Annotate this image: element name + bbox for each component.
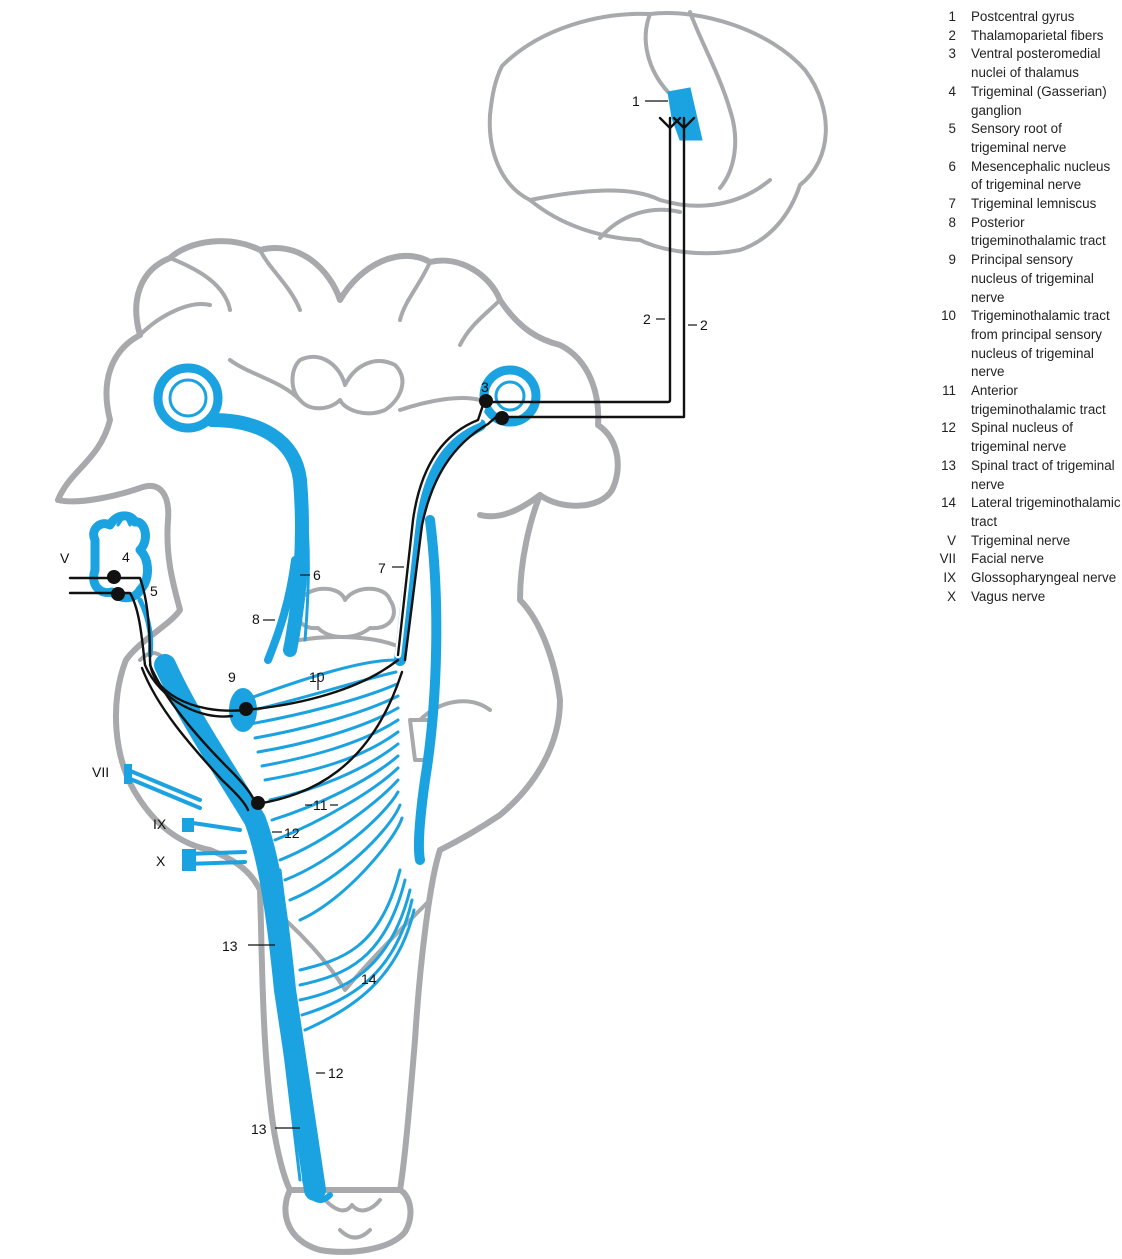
node-spinal-nucleus bbox=[251, 796, 265, 810]
label-2-left: 2 bbox=[643, 311, 651, 327]
leader-lines bbox=[248, 100, 697, 1129]
cerebral-hemisphere-outline bbox=[487, 10, 828, 256]
label-8: 8 bbox=[252, 611, 260, 627]
spinal-tract-of-trigeminal bbox=[154, 654, 333, 1203]
trigeminal-lemniscus bbox=[394, 419, 486, 865]
label-12-upper: 12 bbox=[284, 825, 300, 841]
pathway-nodes bbox=[107, 394, 509, 810]
label-V: V bbox=[60, 550, 70, 566]
node-ganglion-lower bbox=[111, 587, 125, 601]
label-14: 14 bbox=[361, 971, 377, 987]
node-principal-sensory bbox=[239, 702, 253, 716]
label-3: 3 bbox=[481, 379, 489, 395]
posterior-trigeminothalamic-tract bbox=[264, 556, 299, 664]
node-ganglion-upper bbox=[107, 570, 121, 584]
diagram-labels: 1 2 2 3 4 5 6 7 8 9 10 11 12 13 14 12 13… bbox=[60, 93, 708, 1137]
cranial-nerve-roots bbox=[124, 764, 247, 871]
node-ventral-posteromedial-lower bbox=[495, 411, 509, 425]
postcentral-gyrus-area bbox=[667, 87, 703, 141]
label-10: 10 bbox=[309, 669, 325, 685]
label-6: 6 bbox=[313, 567, 321, 583]
label-5: 5 bbox=[150, 583, 158, 599]
mesencephalic-tract bbox=[205, 413, 310, 657]
left-thalamic-nucleus-ring bbox=[153, 363, 223, 433]
label-X: X bbox=[156, 853, 166, 869]
label-IX: IX bbox=[153, 816, 167, 832]
label-9: 9 bbox=[228, 669, 236, 685]
label-1: 1 bbox=[632, 93, 640, 109]
pathway-lines bbox=[68, 116, 696, 812]
label-2-right: 2 bbox=[700, 317, 708, 333]
label-13-lower: 13 bbox=[251, 1121, 267, 1137]
brainstem-outline bbox=[55, 238, 621, 1255]
label-7: 7 bbox=[378, 560, 386, 576]
node-ventral-posteromedial-upper bbox=[479, 394, 493, 408]
label-13-upper: 13 bbox=[222, 938, 238, 954]
label-11: 11 bbox=[313, 797, 328, 813]
lateral-trigeminothalamic-fan bbox=[298, 868, 416, 1032]
label-12-lower: 12 bbox=[328, 1065, 344, 1081]
right-thalamic-nucleus-ring bbox=[479, 365, 541, 427]
label-VII: VII bbox=[92, 764, 109, 780]
label-4: 4 bbox=[122, 549, 130, 565]
